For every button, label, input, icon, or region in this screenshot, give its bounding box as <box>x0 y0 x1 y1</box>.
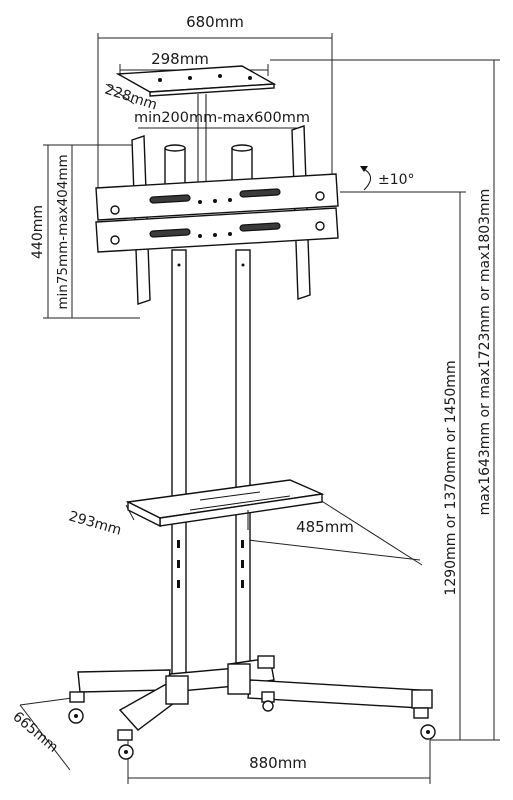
mid-shelf-width-label: 485mm <box>296 518 354 536</box>
max-height-dimension <box>270 59 500 741</box>
vesa-mounting-bracket <box>95 125 339 305</box>
top-shelf-width-label: 298mm <box>151 50 209 68</box>
bracket-height-dimension <box>43 144 140 319</box>
vesa-horizontal-label: min200mm-max600mm <box>134 110 310 126</box>
mid-shelf-depth-label: 293mm <box>67 508 123 538</box>
tilt-label: ±10° <box>378 172 415 188</box>
caster-wheel-icon <box>117 729 134 760</box>
upright-poles <box>164 144 253 681</box>
max-height-label: max1643mm or max1723mm or max1803mm <box>477 189 493 516</box>
overall-width-dimension <box>97 33 333 200</box>
vesa-vertical-label: min75mm-max404mm <box>55 154 71 309</box>
top-camera-shelf <box>115 65 277 186</box>
base-depth-label: 665mm <box>9 709 61 756</box>
tilt-arrow-icon <box>360 166 371 191</box>
caster-wheel-icon <box>411 689 436 740</box>
rolling-base <box>77 655 421 731</box>
overall-width-label: 680mm <box>186 13 244 31</box>
shelf-height-label: 1290mm or 1370mm or 1450mm <box>443 360 459 595</box>
caster-wheel-icon <box>68 691 85 724</box>
caster-wheel-icon <box>261 691 275 712</box>
top-shelf-depth-dimension <box>105 83 135 105</box>
middle-shelf <box>125 479 325 530</box>
casters <box>68 689 436 760</box>
bracket-height-label: 440mm <box>30 205 46 259</box>
base-depth-dimension <box>19 697 73 771</box>
base-width-label: 880mm <box>249 754 307 772</box>
